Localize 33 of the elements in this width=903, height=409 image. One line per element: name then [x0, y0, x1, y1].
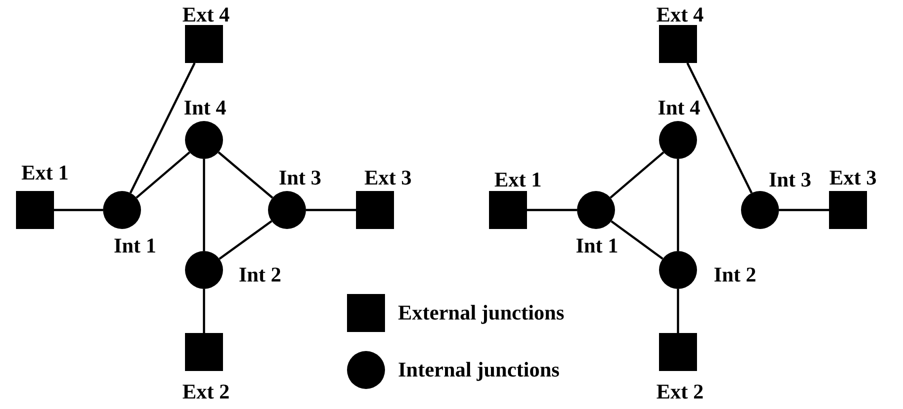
junction-label: Ext 4	[656, 4, 704, 26]
connector-line	[218, 220, 272, 260]
junction-label: Ext 4	[182, 4, 230, 26]
junction-label: Ext 1	[21, 162, 69, 184]
junction-label: Int 4	[658, 98, 700, 118]
connector-line	[202, 289, 206, 333]
junction-label: Int 4	[184, 98, 226, 118]
junction-label: Int 1	[576, 236, 618, 256]
connector-line	[202, 159, 206, 251]
legend-text: Internal junctions	[398, 360, 560, 380]
connector-line	[54, 208, 103, 212]
connector-line	[779, 208, 829, 212]
connector-line	[306, 208, 356, 212]
junction-label: Int 1	[114, 236, 156, 256]
connector-line	[218, 151, 274, 199]
junction-label: Ext 3	[829, 168, 877, 188]
connector-line	[610, 152, 664, 198]
connector-line	[527, 208, 577, 212]
connector-line	[686, 62, 753, 194]
connector-line	[610, 220, 664, 260]
junction-label: Ext 2	[656, 382, 704, 402]
junction-label: Ext 2	[182, 382, 230, 402]
junction-label: Ext 1	[494, 170, 542, 190]
junction-label: Int 2	[714, 264, 756, 286]
junction-label: Int 3	[768, 170, 812, 190]
legend-text: External junctions	[398, 302, 564, 324]
connector-line	[129, 62, 196, 194]
connector-line	[676, 159, 680, 251]
junction-label: Int 3	[278, 168, 322, 188]
connector-line	[676, 289, 680, 333]
junction-label: Ext 3	[364, 168, 412, 188]
junction-label: Int 2	[238, 264, 282, 286]
connector-line	[136, 152, 190, 198]
